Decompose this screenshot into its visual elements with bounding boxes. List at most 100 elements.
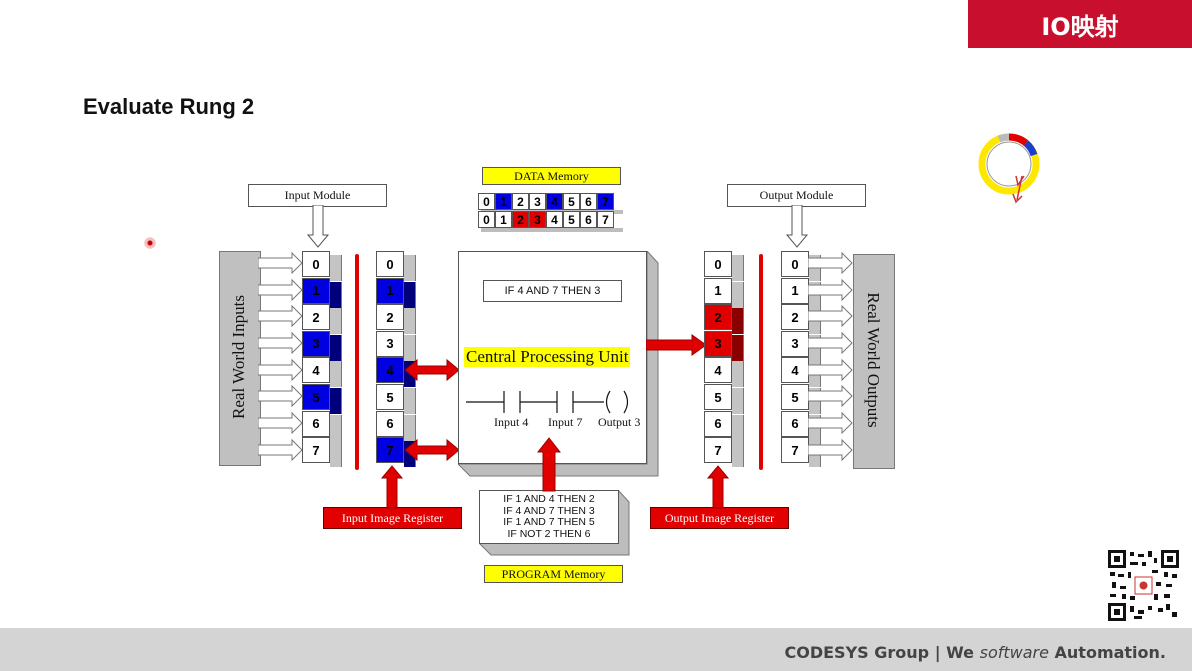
footer-brand: CODESYS Group | We software Automation.: [784, 643, 1167, 662]
register-bit-depth: [330, 414, 342, 441]
register-bit-depth: [404, 334, 416, 361]
memory-bit: 6: [580, 193, 597, 210]
input-register-up-arrow: [381, 465, 403, 509]
program-to-cpu-arrow: [537, 437, 561, 492]
memory-bit: 0: [478, 193, 495, 210]
memory-bit: 7: [597, 211, 614, 228]
register-bit-depth: [732, 441, 744, 468]
memory-bit: 7: [597, 193, 614, 210]
memory-bit: 0: [478, 211, 495, 228]
register-bit-depth: [404, 388, 416, 414]
register-bit: 2: [781, 304, 809, 331]
memory-bit: 3: [529, 193, 546, 210]
memory-bit: 3: [529, 211, 546, 228]
register-bit: 3: [376, 330, 404, 357]
output-module-label: Output Module: [727, 184, 866, 207]
register-bit-depth: [330, 388, 342, 414]
register-bit: 3: [704, 330, 732, 357]
register-bit-depth: [732, 414, 744, 441]
memory-bit: 5: [563, 193, 580, 210]
register-bit-depth: [404, 308, 416, 335]
data-memory-label: DATA Memory: [482, 167, 621, 185]
input-image-register-label: Input Image Register: [323, 507, 462, 529]
program-line: IF 4 AND 7 THEN 3: [503, 504, 595, 517]
memory-bit: 4: [546, 211, 563, 228]
register-bit: 6: [376, 410, 404, 437]
memory-bit: 5: [563, 211, 580, 228]
register-bit: 1: [781, 277, 809, 304]
register-bit: 7: [704, 437, 732, 464]
register-bit-depth: [404, 281, 416, 308]
program-line: IF 1 AND 7 THEN 5: [503, 516, 595, 528]
input-divider: [355, 254, 359, 470]
register-bit: 6: [781, 410, 809, 437]
memory-bit: 1: [495, 193, 512, 210]
register-bit: 5: [302, 384, 330, 410]
program-line: IF 1 AND 4 THEN 2: [503, 493, 595, 505]
scan-cycle-icon: [978, 133, 1040, 204]
ladder-contact-input-4: Input 4: [494, 415, 529, 429]
register-bit: 5: [376, 384, 404, 410]
register-cpu-arrows: [404, 358, 460, 462]
register-bit-depth: [330, 334, 342, 361]
real-world-outputs-label: Real World Outputs: [864, 292, 883, 428]
input-module-label: Input Module: [248, 184, 387, 207]
input-module-arrow: [307, 205, 329, 248]
ladder-contact-input-7: Input 7: [548, 415, 583, 429]
memory-bit: 1: [495, 211, 512, 228]
register-bit-depth: [732, 255, 744, 281]
register-bit: 1: [704, 277, 732, 304]
real-world-outputs-panel: [853, 254, 895, 469]
register-bit-depth: [732, 361, 744, 388]
register-bit-depth: [330, 308, 342, 335]
register-bit-depth: [330, 361, 342, 388]
program-memory-label: PROGRAM Memory: [484, 565, 623, 583]
output-signal-arrows: [808, 251, 853, 462]
memory-bit: 4: [546, 193, 563, 210]
register-bit-depth: [732, 308, 744, 335]
register-bit: 6: [704, 410, 732, 437]
register-bit: 6: [302, 410, 330, 437]
qr-code: [1108, 550, 1179, 621]
register-bit: 7: [302, 437, 330, 464]
register-bit-depth: [330, 255, 342, 281]
cpu-title: Central Processing Unit: [464, 347, 631, 367]
register-bit: 2: [704, 304, 732, 331]
register-bit-depth: [330, 441, 342, 468]
register-bit-depth: [404, 414, 416, 441]
register-bit: 2: [376, 304, 404, 331]
register-bit: 2: [302, 304, 330, 331]
register-bit: 0: [781, 251, 809, 277]
register-bit: 7: [376, 437, 404, 464]
memory-bit: 6: [580, 211, 597, 228]
section-tab: IO映射: [968, 0, 1192, 48]
register-bit: 1: [302, 277, 330, 304]
register-bit: 4: [376, 357, 404, 384]
footer-bar: CODESYS Group | We software Automation.: [0, 628, 1192, 671]
output-image-register-label: Output Image Register: [650, 507, 789, 529]
output-register-up-arrow: [707, 465, 729, 509]
register-bit: 3: [781, 330, 809, 357]
register-bit: 3: [302, 330, 330, 357]
current-rung-text: IF 4 AND 7 THEN 3: [483, 280, 622, 302]
register-bit: 5: [781, 384, 809, 410]
register-bit: 0: [302, 251, 330, 277]
register-bit: 4: [302, 357, 330, 384]
register-bit-depth: [732, 334, 744, 361]
program-lines: IF 1 AND 4 THEN 2 IF 4 AND 7 THEN 3 IF 1…: [480, 493, 618, 540]
register-bit-depth: [732, 388, 744, 414]
register-bit: 7: [781, 437, 809, 464]
register-bit: 1: [376, 277, 404, 304]
register-bit: 0: [376, 251, 404, 277]
register-bit: 4: [781, 357, 809, 384]
input-signal-arrows: [258, 251, 303, 462]
laser-pointer-dot: [144, 237, 156, 249]
register-bit-depth: [404, 255, 416, 281]
output-divider: [759, 254, 763, 470]
register-bit-depth: [732, 281, 744, 308]
real-world-inputs-label: Real World Inputs: [229, 295, 248, 419]
cpu-to-output-arrow: [646, 334, 707, 356]
real-world-inputs-panel: [219, 251, 261, 466]
ladder-coil-output-3: Output 3: [598, 415, 641, 429]
register-bit: 0: [704, 251, 732, 277]
